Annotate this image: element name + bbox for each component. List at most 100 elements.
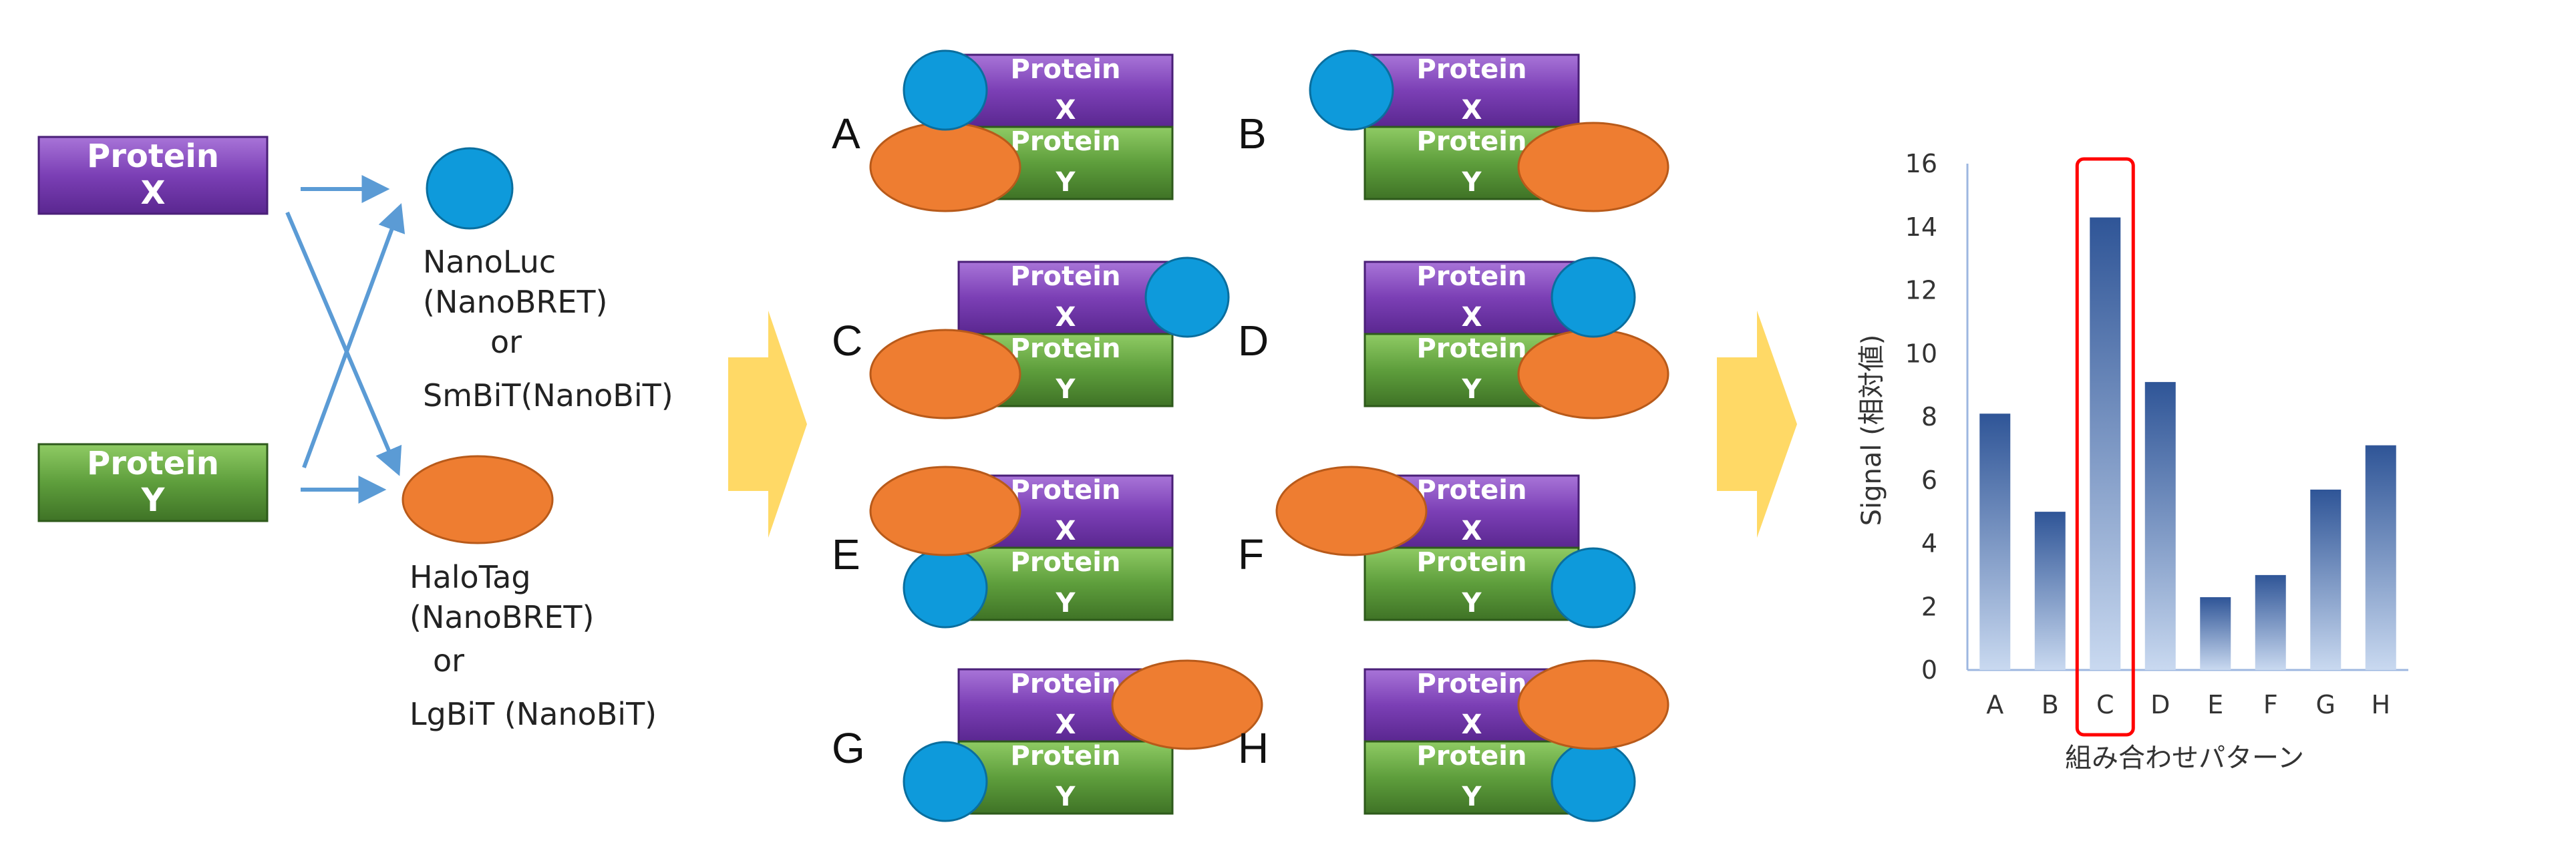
block-label-bot2: Y (1056, 782, 1076, 812)
orange-tag-line-2: (NanoBRET) (410, 599, 594, 635)
orange-tag (1517, 659, 1669, 750)
orange-tag-ellipse (401, 455, 554, 544)
y-tick-label: 8 (1921, 402, 1937, 432)
y-tick-label: 0 (1921, 655, 1937, 685)
blue-tag (903, 741, 988, 822)
block-label-bot2: Y (1056, 167, 1076, 198)
combo-letter: C (832, 317, 862, 365)
blue-tag-line-3: or (490, 324, 522, 360)
combo-letter: F (1238, 530, 1264, 578)
block-label-bot1: Protein (1011, 741, 1121, 772)
orange-tag-line-3: or (433, 643, 464, 679)
orange-tag (869, 329, 1021, 419)
protein-y-block (1363, 546, 1580, 621)
legend-protein-y: Protein Y (37, 443, 269, 522)
x-tick-label: E (2207, 690, 2223, 719)
block-label-top1: Protein (1011, 475, 1121, 506)
orange-tag (1517, 329, 1669, 419)
bar-F (2255, 574, 2286, 670)
block-label-bot1: Protein (1417, 547, 1527, 578)
x-tick-label: A (1986, 690, 2003, 719)
y-tick-label: 4 (1921, 529, 1937, 558)
block-label-bot1: Protein (1417, 741, 1527, 772)
legend-protein-y-line1: Protein (87, 445, 219, 482)
blue-tag-line-1: NanoLuc (423, 244, 556, 280)
orange-tag-line-4: LgBiT (NanoBiT) (410, 696, 657, 732)
combo-letter: H (1238, 724, 1269, 772)
block-label-top2: X (1462, 95, 1482, 126)
blue-tag (903, 547, 988, 629)
y-tick-label: 6 (1921, 466, 1937, 495)
x-tick-label: B (2042, 690, 2059, 719)
block-label-top1: Protein (1011, 54, 1121, 85)
arrow-y-to-blue (302, 203, 406, 469)
combo-letter: G (832, 724, 865, 772)
block-label-bot2: Y (1462, 588, 1482, 619)
y-tick-label: 12 (1905, 276, 1937, 305)
block-label-top2: X (1462, 302, 1482, 333)
block-label-bot1: Protein (1011, 126, 1121, 157)
blue-tag (1551, 741, 1636, 822)
x-tick-label: C (2096, 690, 2114, 719)
block-label-bot2: Y (1462, 374, 1482, 405)
protein-y-block (1363, 740, 1580, 815)
block-label-bot2: Y (1056, 374, 1076, 405)
legend-panel: Protein X Protein Y NanoLuc (NanoBRET) o… (37, 136, 673, 732)
block-label-top1: Protein (1417, 669, 1527, 699)
block-label-bot2: Y (1462, 782, 1482, 812)
bar-D (2144, 381, 2176, 670)
x-tick-label: H (2371, 690, 2390, 719)
combination-grid: AProteinXProteinYBProteinXProteinYCProte… (832, 49, 1669, 822)
protein-x-block (1363, 53, 1580, 128)
x-axis-title: 組み合わせパターン (2065, 743, 2304, 774)
x-tick-label: D (2150, 690, 2170, 719)
bar-G (2310, 489, 2342, 670)
y-tick-label: 16 (1905, 149, 1937, 178)
block-label-top2: X (1462, 516, 1482, 546)
orange-tag (869, 122, 1021, 212)
orange-tag (869, 466, 1021, 556)
bar-C (2090, 217, 2121, 671)
block-label-top1: Protein (1011, 261, 1121, 292)
block-label-bot1: Protein (1011, 547, 1121, 578)
y-tick-label: 10 (1905, 339, 1937, 368)
orange-tag-line-1: HaloTag (410, 559, 531, 595)
big-arrow-1 (728, 311, 807, 538)
bar-H (2365, 445, 2396, 670)
orange-tag-label: HaloTag (NanoBRET) or LgBiT (NanoBiT) (410, 559, 657, 732)
legend-protein-y-line2: Y (141, 482, 166, 519)
highlight-box (2075, 157, 2135, 737)
block-label-bot2: Y (1462, 167, 1482, 198)
block-label-top1: Protein (1011, 669, 1121, 699)
block-label-top2: X (1462, 709, 1482, 740)
legend-protein-x: Protein X (37, 136, 269, 215)
blue-tag (1309, 49, 1394, 131)
arrow-x-to-orange (285, 211, 402, 476)
x-tick-label: F (2263, 690, 2278, 719)
x-tick-label: G (2316, 690, 2336, 719)
y-tick-label: 2 (1921, 592, 1937, 621)
bar-A (1979, 413, 2011, 670)
block-label-top2: X (1056, 709, 1076, 740)
combo-letter: E (832, 530, 860, 578)
block-label-top1: Protein (1417, 261, 1527, 292)
blue-tag (1144, 257, 1230, 338)
blue-tag (903, 49, 988, 131)
blue-tag (1551, 257, 1636, 338)
y-axis-title: Signal (相対値) (1857, 335, 1887, 526)
block-label-bot1: Protein (1417, 333, 1527, 364)
orange-tag (1111, 659, 1263, 750)
block-label-bot2: Y (1056, 588, 1076, 619)
bar-B (2034, 512, 2066, 670)
blue-tag (1551, 547, 1636, 629)
blue-tag-label: NanoLuc (NanoBRET) or SmBiT(NanoBiT) (423, 244, 673, 413)
blue-tag-circle (426, 147, 514, 230)
protein-x-block (957, 261, 1174, 335)
